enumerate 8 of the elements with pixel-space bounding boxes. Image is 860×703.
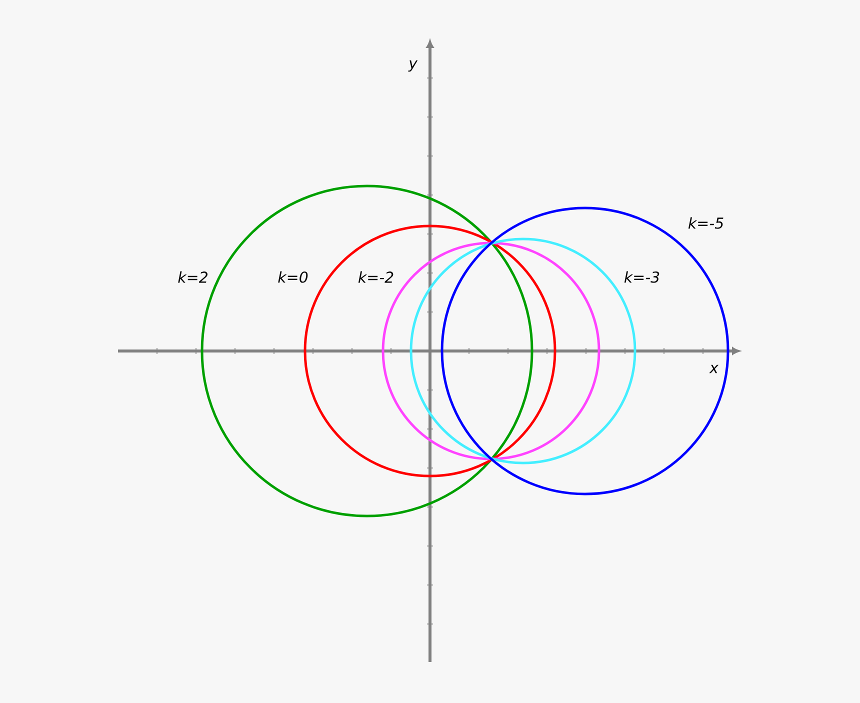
axis-label: y	[408, 60, 418, 72]
curve-label: k=-3	[624, 271, 660, 283]
circle-curve	[440, 206, 730, 496]
axis-label: x	[709, 364, 719, 374]
curve-label: k=2	[178, 271, 208, 283]
curve-label: k=0	[278, 271, 308, 283]
curve-label: k=-5	[688, 217, 724, 229]
curve-label: k=-2	[358, 271, 394, 283]
